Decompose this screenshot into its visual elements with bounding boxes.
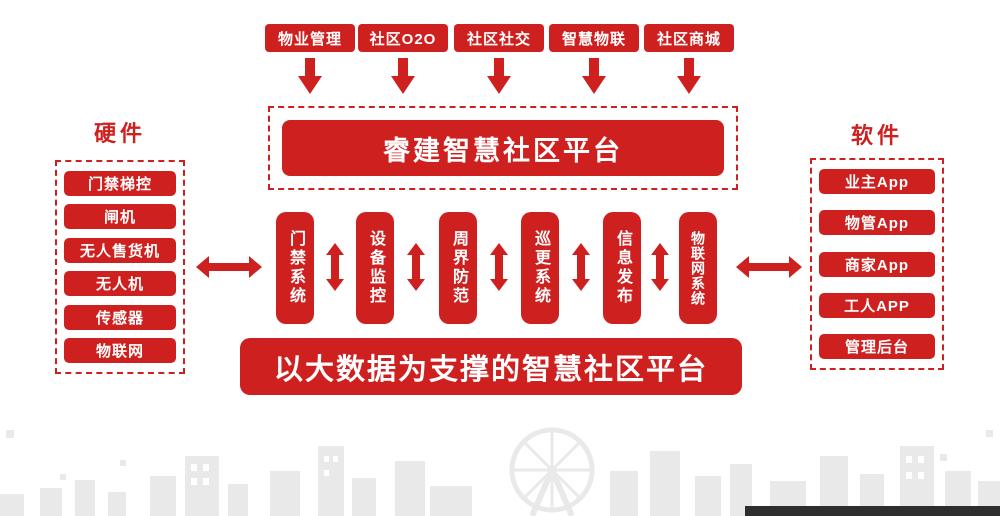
bottom-banner: 以大数据为支撑的智慧社区平台 [240, 338, 742, 395]
system-box-patrol-system: 巡更系统 [521, 212, 559, 324]
down-arrow [391, 58, 415, 94]
hardware-item-vending-machine: 无人售货机 [64, 237, 176, 263]
hardware-item-drone: 无人机 [64, 271, 176, 297]
software-panel-title: 软件 [850, 123, 903, 148]
software-item-merchant-app: 商家App [819, 251, 935, 277]
city-skyline-illustration [0, 427, 1000, 516]
software-item-admin-backend: 管理后台 [819, 334, 935, 359]
watermark-bar [745, 506, 1000, 516]
system-box-equipment-monitoring: 设备监控 [356, 212, 394, 324]
double-arrow-vertical [572, 243, 590, 291]
software-item-worker-app: 工人APP [819, 292, 935, 318]
hardware-item-turnstile: 闸机 [64, 204, 176, 230]
hardware-panel: 门禁梯控 闸机 无人售货机 无人机 传感器 物联网 [55, 160, 185, 374]
hardware-panel-title: 硬件 [93, 121, 146, 146]
software-item-property-app: 物管App [819, 210, 935, 236]
hardware-item-access-elevator: 门禁梯控 [64, 171, 176, 196]
down-arrow [487, 58, 511, 94]
hardware-item-iot: 物联网 [64, 337, 176, 363]
top-module-smart-iot: 智慧物联 [549, 24, 639, 52]
system-box-info-publishing: 信息发布 [603, 212, 641, 324]
top-module-community-mall: 社区商城 [644, 24, 734, 52]
top-module-property-management: 物业管理 [265, 24, 355, 52]
double-arrow-horizontal-left [196, 256, 262, 278]
platform-title-box: 睿建智慧社区平台 [282, 120, 724, 176]
top-module-community-social: 社区社交 [454, 24, 544, 52]
down-arrow [677, 58, 701, 94]
double-arrow-vertical [407, 243, 425, 291]
double-arrow-vertical [651, 243, 669, 291]
top-module-community-o2o: 社区O2O [358, 24, 448, 52]
double-arrow-vertical [490, 243, 508, 291]
double-arrow-horizontal-right [736, 256, 802, 278]
double-arrow-vertical [326, 243, 344, 291]
software-panel: 业主App 物管App 商家App 工人APP 管理后台 [810, 158, 944, 370]
system-box-iot-system: 物联网系统 [679, 212, 717, 324]
down-arrow [298, 58, 322, 94]
hardware-item-sensor: 传感器 [64, 304, 176, 330]
platform-dashed-frame [268, 106, 738, 190]
system-box-access-control: 门禁系统 [276, 212, 314, 324]
down-arrow [582, 58, 606, 94]
software-item-owner-app: 业主App [819, 169, 935, 194]
system-box-perimeter-protection: 周界防范 [439, 212, 477, 324]
